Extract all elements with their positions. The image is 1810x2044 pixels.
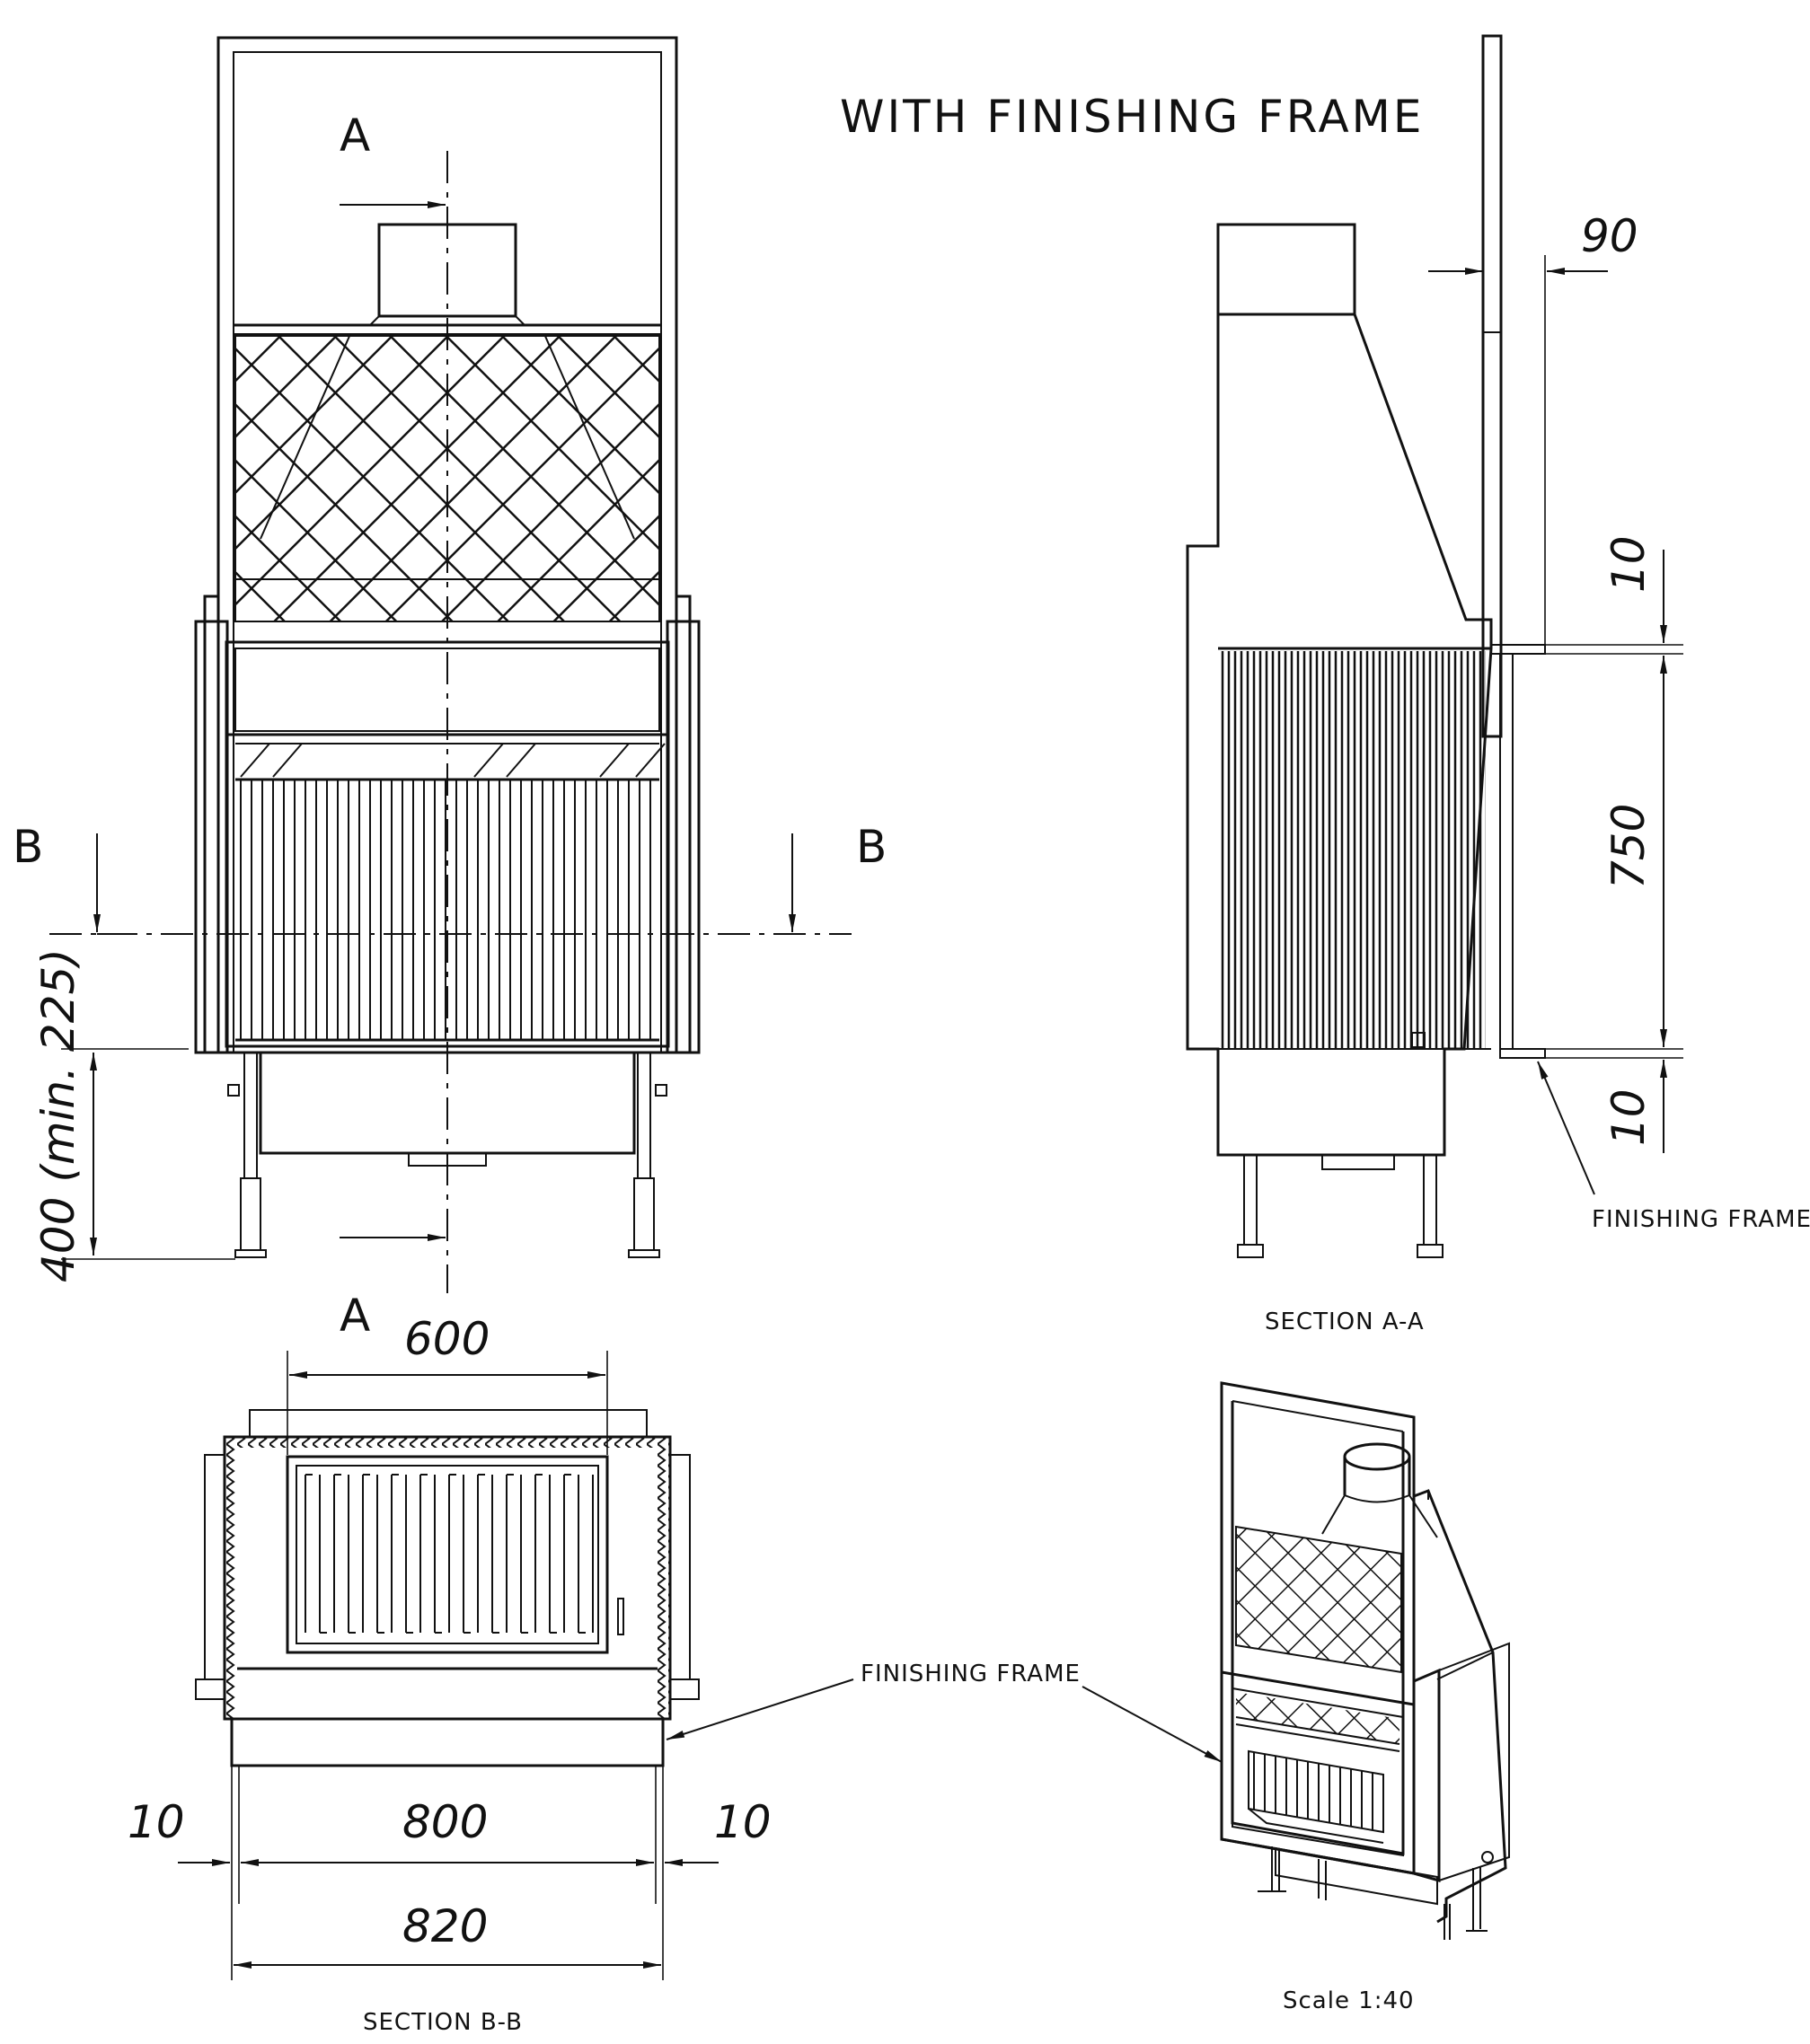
plan-finishing-frame: [230, 1717, 665, 1767]
section-mark-b-left: B: [13, 821, 43, 873]
plan-frame-label: FINISHING FRAME: [861, 1661, 1081, 1687]
side-finishing-frame: [1481, 34, 1503, 738]
dim-opening-width: 600: [404, 1313, 490, 1365]
section-mark-a-bottom: A: [340, 1290, 370, 1342]
scale-label: Scale 1:40: [1283, 1987, 1415, 2014]
side-body-outline: [1186, 313, 1493, 1157]
dim-top-gap: 10: [1603, 535, 1655, 593]
drawing-title: WITH FINISHING FRAME: [840, 91, 1424, 143]
side-caption: SECTION A-A: [1265, 1308, 1425, 1335]
section-mark-b-right: B: [856, 821, 887, 873]
side-flue: [1216, 223, 1356, 316]
plan-view: 600 10 800 10 820 FINISHING FRAME SECTIO…: [128, 1313, 1081, 2036]
plan-caption: SECTION B-B: [363, 2009, 523, 2036]
legs: [227, 1052, 667, 1258]
dim-frame-offset: 90: [1581, 210, 1638, 262]
section-mark-a-top: A: [340, 110, 370, 162]
side-view: 90 10 750 10 FINISHING FRAME SECTION A-A: [1186, 34, 1810, 1335]
side-grille: [1220, 651, 1486, 1048]
isometric-view: Scale 1:40: [1082, 1381, 1510, 2014]
dim-overall-width: 820: [402, 1900, 488, 1952]
dim-left-gap: 10: [128, 1796, 185, 1848]
dim-inner-width: 800: [402, 1796, 488, 1848]
plan-body: [223, 1435, 672, 1721]
front-view: A A B B 400 (min. 225): [13, 36, 887, 1342]
side-frame-label: FINISHING FRAME: [1592, 1206, 1810, 1233]
dim-installation-height: 400 (min. 225): [32, 948, 84, 1282]
dim-right-gap: 10: [714, 1796, 772, 1848]
dim-bottom-gap: 10: [1603, 1088, 1655, 1146]
plan-grille: [286, 1455, 609, 1654]
dim-opening-height: 750: [1603, 804, 1655, 889]
